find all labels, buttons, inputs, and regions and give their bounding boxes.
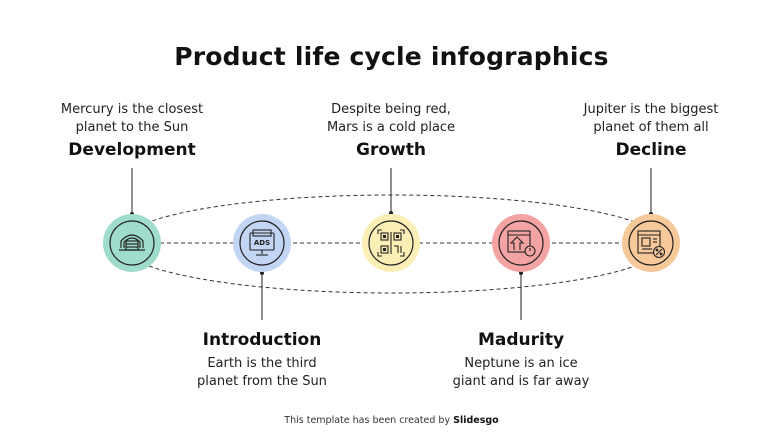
page-title: Product life cycle infographics [174,42,609,71]
stage-node-growth [362,214,420,272]
stage-node-decline [622,214,680,272]
garage-icon [119,234,145,251]
stage-node-development [103,214,161,272]
introduction-label: Introduction [202,330,322,350]
upload-timer-icon [507,230,536,257]
stage-node-introduction: ADS [233,214,291,272]
ads-monitor-icon: ADS [249,229,275,256]
development-label: Development [68,140,196,160]
stage-node-madurity [492,214,550,272]
svg-text:ADS: ADS [254,239,270,247]
growth-label: Growth [356,140,426,160]
footer-credit: This template has been created by Slides… [284,415,499,426]
madurity-label: Madurity [477,330,565,350]
decline-label: Decline [615,140,687,160]
brand-name: Slidesgo [453,415,499,426]
growth-description: Despite being red,Mars is a cold place [326,102,456,135]
qr-code-icon [377,229,405,257]
product-discount-icon [637,230,666,259]
